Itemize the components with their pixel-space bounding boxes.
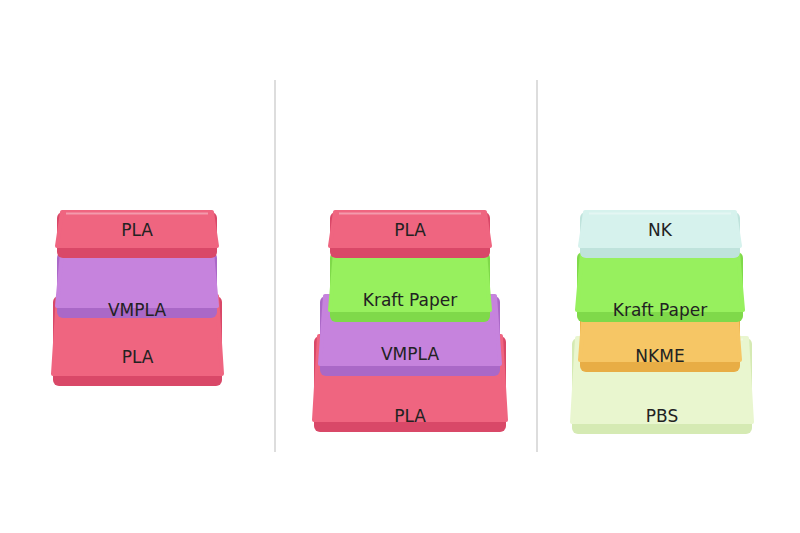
slab-front (580, 296, 740, 372)
slab-highlight (581, 339, 743, 341)
slab-highlight (586, 253, 734, 255)
slab-front (314, 336, 506, 432)
slab-shape (330, 252, 490, 322)
layer-label: Kraft Paper (613, 300, 707, 320)
slab-highlight (66, 253, 208, 255)
slab-highlight (339, 253, 481, 255)
slab-highlight (329, 297, 491, 299)
slab-top (57, 212, 217, 246)
slab-top (330, 212, 490, 246)
layer-label: PLA (394, 220, 426, 240)
layer-label: NK (648, 220, 672, 240)
layer-slab: Kraft Paper (330, 252, 490, 322)
divider-line (536, 80, 538, 452)
layer-label: PBS (646, 406, 678, 426)
layer-label: NKME (635, 346, 684, 366)
slab-front (572, 338, 752, 434)
slab-front (330, 252, 490, 322)
slab-highlight (589, 297, 731, 299)
slab-front (577, 252, 743, 322)
layer-slab: PLA (330, 212, 490, 258)
divider-line (274, 80, 276, 452)
slab-top (320, 296, 500, 364)
slab-front (53, 296, 222, 386)
layer-label: PLA (121, 220, 153, 240)
slab-front (320, 296, 500, 376)
layer-slab: PLA (57, 212, 217, 258)
layer-label: VMPLA (108, 300, 166, 320)
slab-top (580, 212, 740, 246)
slab-highlight (66, 213, 208, 215)
slab-highlight (589, 213, 731, 215)
slab-highlight (323, 337, 497, 339)
slab-top (57, 252, 217, 306)
layer-label: PLA (122, 347, 154, 367)
slab-top (53, 296, 222, 374)
layer-label: Kraft Paper (363, 290, 457, 310)
layer-slab: VMPLA (57, 252, 217, 318)
slab-top (330, 252, 490, 310)
slab-highlight (339, 213, 481, 215)
layer-label: PLA (394, 406, 426, 426)
slab-front (57, 212, 217, 258)
layer-label: VMPLA (381, 344, 439, 364)
slab-highlight (62, 297, 213, 299)
layer-slab: Kraft Paper (577, 252, 743, 322)
slab-front (330, 212, 490, 258)
layer-slab: NK (580, 212, 740, 258)
slab-front (580, 212, 740, 258)
